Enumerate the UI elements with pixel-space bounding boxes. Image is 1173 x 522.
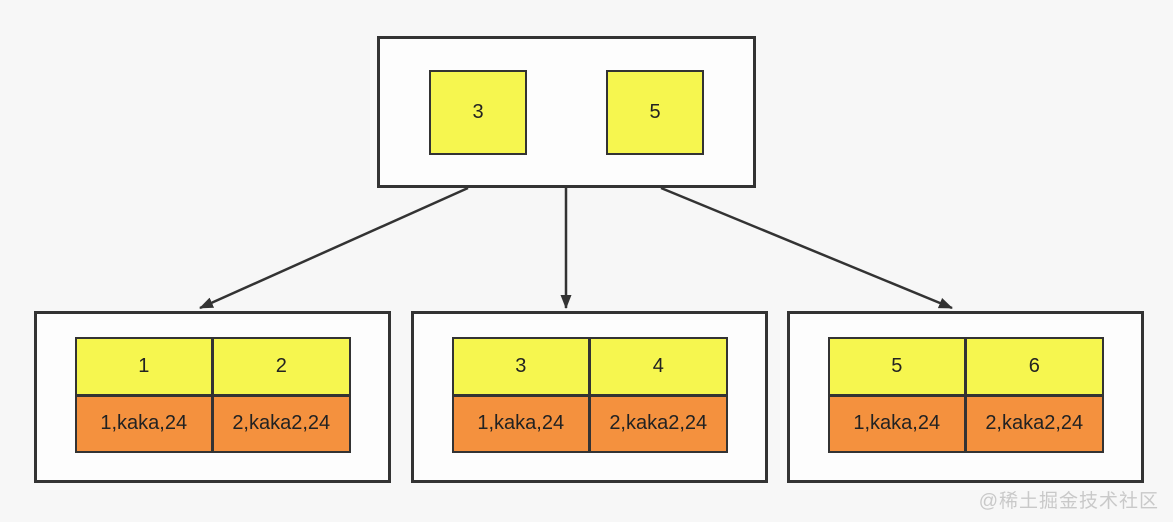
root-key-1-label: 3	[472, 101, 484, 123]
leaf-1-key-cell-1: 1	[76, 339, 211, 394]
arrow-root-to-leaf-1	[199, 186, 469, 310]
root-key-cell-1: 3	[429, 70, 527, 155]
leaf-node-3: 5 6 1,kaka,24 2,kaka2,24	[787, 311, 1144, 483]
leaf-node-1: 1 2 1,kaka,24 2,kaka2,24	[34, 311, 391, 483]
leaf-3-key-cell-1: 5	[829, 339, 964, 394]
leaf-2-table: 3 4 1,kaka,24 2,kaka2,24	[451, 337, 728, 453]
leaf-3-key-cell-2: 6	[967, 339, 1102, 394]
leaf-2-key-cell-1: 3	[453, 339, 588, 394]
arrow-root-to-leaf-3	[660, 186, 953, 310]
watermark: @稀土掘金技术社区	[978, 491, 1159, 512]
leaf-3-row-cell-1: 1,kaka,24	[829, 396, 964, 451]
root-key-2-label: 5	[649, 101, 661, 123]
leaf-3-row-cell-2: 2,kaka2,24	[967, 396, 1102, 451]
leaf-3-table: 5 6 1,kaka,24 2,kaka2,24	[827, 337, 1104, 453]
leaf-2-row-cell-2: 2,kaka2,24	[591, 396, 726, 451]
root-key-cell-2: 5	[606, 70, 704, 155]
leaf-1-table: 1 2 1,kaka,24 2,kaka2,24	[74, 337, 351, 453]
leaf-1-key-cell-2: 2	[214, 339, 349, 394]
leaf-2-key-cell-2: 4	[591, 339, 726, 394]
root-node: 3 5	[377, 36, 756, 188]
leaf-1-row-cell-2: 2,kaka2,24	[214, 396, 349, 451]
leaf-node-2: 3 4 1,kaka,24 2,kaka2,24	[411, 311, 768, 483]
leaf-1-row-cell-1: 1,kaka,24	[76, 396, 211, 451]
leaf-2-row-cell-1: 1,kaka,24	[453, 396, 588, 451]
